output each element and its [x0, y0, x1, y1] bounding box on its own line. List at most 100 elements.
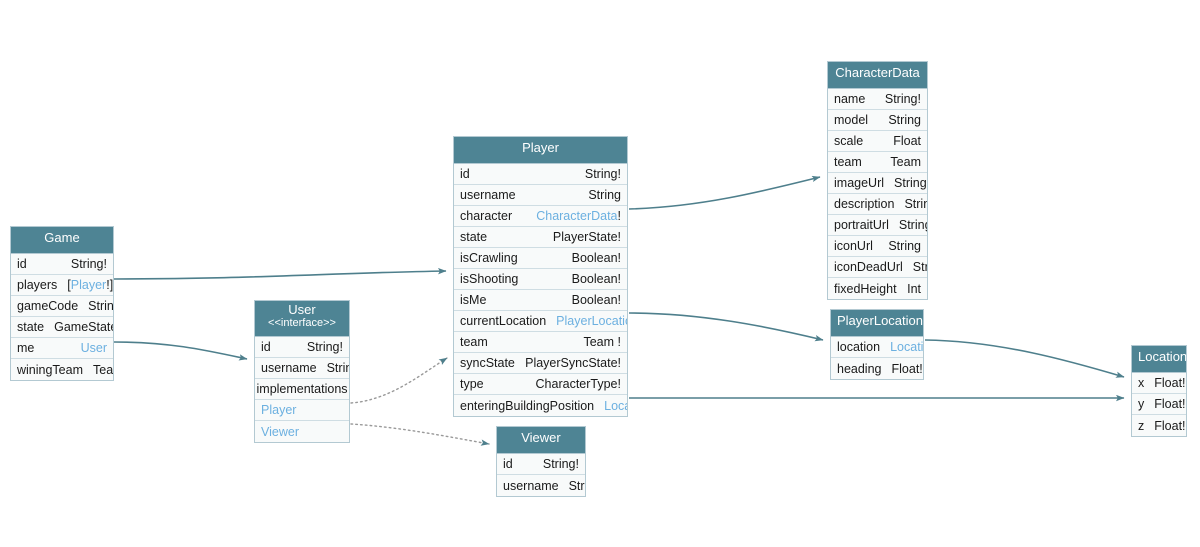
field-name: character [460, 209, 513, 223]
field-name: heading [837, 361, 882, 376]
field-name: x [1138, 376, 1145, 390]
field-name: location [837, 340, 881, 354]
entity-header-game: Game [11, 227, 113, 254]
implementation-viewer[interactable]: Viewer [255, 421, 349, 442]
implementation-link[interactable]: Viewer [261, 424, 299, 439]
field-name: isMe [460, 293, 487, 307]
edge-player-character-characterdata [628, 175, 821, 210]
field-name: id [17, 257, 27, 271]
field-name: description [834, 197, 895, 211]
field-name: enteringBuildingPosition [460, 398, 595, 413]
field-name: imageUrl [834, 176, 885, 190]
field-type: String [912, 260, 927, 274]
entity-user[interactable]: User<<interface>>idString!usernameString… [254, 300, 350, 443]
entity-header-location: Location [1132, 346, 1186, 373]
field-name: players [17, 278, 58, 292]
entity-title: Viewer [521, 430, 561, 445]
field-row-current-location[interactable]: currentLocation PlayerLocation! [454, 311, 627, 332]
field-type[interactable]: CharacterData! [536, 209, 621, 223]
field-type: CharacterType! [535, 377, 621, 391]
entity-header-player: Player [454, 137, 627, 164]
type-reference-link[interactable]: User [80, 341, 107, 355]
field-type[interactable]: [Player!] [67, 278, 113, 292]
type-reference-link[interactable]: CharacterData [536, 209, 618, 223]
field-row-username[interactable]: username String [454, 185, 627, 206]
entity-header-viewer: Viewer [497, 427, 585, 454]
edge-player-implements-user [350, 357, 448, 404]
field-name: id [460, 167, 470, 181]
field-row-type[interactable]: type CharacterType! [454, 374, 627, 395]
field-type: Team ! [583, 335, 621, 349]
field-row-id[interactable]: id String! [454, 164, 627, 185]
implementation-player[interactable]: Player [255, 400, 349, 421]
field-row-entering-building-position[interactable]: enteringBuildingPosition Location [454, 395, 627, 416]
implementation-link[interactable]: Player [261, 403, 297, 417]
field-row-character[interactable]: character CharacterData! [454, 206, 627, 227]
field-row-description[interactable]: description String [828, 194, 927, 215]
field-name: type [460, 377, 484, 391]
field-row-game-code[interactable]: gameCodeString! [11, 296, 113, 317]
field-name: isCrawling [460, 251, 518, 265]
field-name: portraitUrl [834, 218, 889, 232]
field-name: winingTeam [17, 362, 84, 377]
entity-stereotype: <<interface>> [268, 316, 336, 329]
field-type[interactable]: PlayerLocation! [556, 314, 627, 328]
type-reference-link[interactable]: Location [890, 340, 923, 354]
field-row-portrait-url[interactable]: portraitUrlString [828, 215, 927, 236]
field-type[interactable]: User [81, 341, 107, 355]
field-name: username [460, 188, 516, 202]
field-row-players[interactable]: players [Player!] [11, 275, 113, 296]
type-reference-link[interactable]: Player [70, 278, 107, 292]
field-type: String [888, 113, 921, 127]
field-type: GameState! [54, 320, 113, 334]
field-type[interactable]: Location [604, 399, 627, 413]
field-row-icon-dead-url[interactable]: iconDeadUrlString [828, 257, 927, 278]
field-row-wining-team[interactable]: winingTeamTeam [11, 359, 113, 380]
field-name: username [261, 361, 317, 375]
field-type: String [588, 188, 621, 202]
field-type: String [904, 197, 927, 211]
field-type[interactable]: Location! [890, 340, 923, 354]
field-type: String! [584, 167, 621, 181]
field-row-me[interactable]: me User [11, 338, 113, 359]
field-name: currentLocation [460, 314, 547, 328]
field-name: gameCode [17, 299, 79, 313]
field-name: username [503, 478, 559, 493]
field-name: me [17, 341, 35, 355]
entity-player-location[interactable]: PlayerLocationlocationLocation!headingFl… [830, 309, 924, 380]
field-row-state[interactable]: stateGameState! [11, 317, 113, 338]
field-row-location[interactable]: location Location! [831, 337, 923, 358]
entity-title: CharacterData [835, 65, 920, 80]
type-reference-link[interactable]: Location [604, 398, 627, 413]
edge-game-me-user [113, 341, 248, 361]
type-reference-link[interactable]: PlayerLocation [556, 314, 627, 328]
